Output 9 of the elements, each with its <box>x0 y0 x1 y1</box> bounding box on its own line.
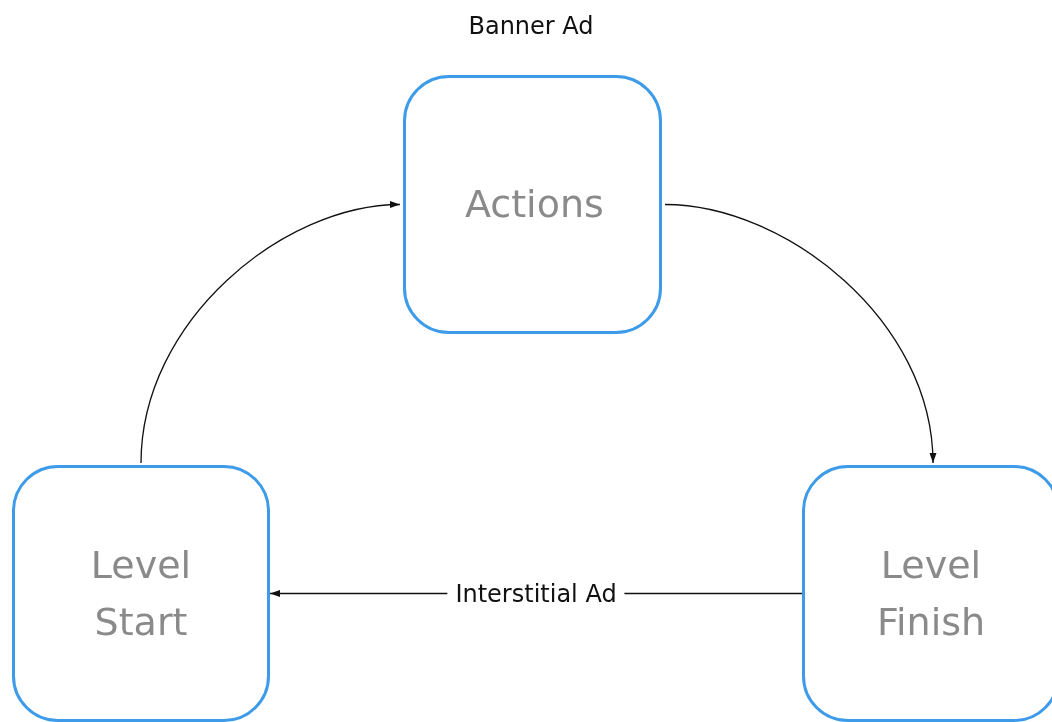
node-label: Level Finish <box>875 541 987 646</box>
node-label: Actions <box>465 181 600 228</box>
rounded-box <box>12 465 270 722</box>
node-label: Level Start <box>89 541 193 646</box>
rounded-box <box>802 465 1052 722</box>
rounded-box <box>403 75 662 334</box>
arrow <box>664 203 936 464</box>
arrow <box>140 201 401 464</box>
node-caption: Banner Ad <box>468 12 594 40</box>
